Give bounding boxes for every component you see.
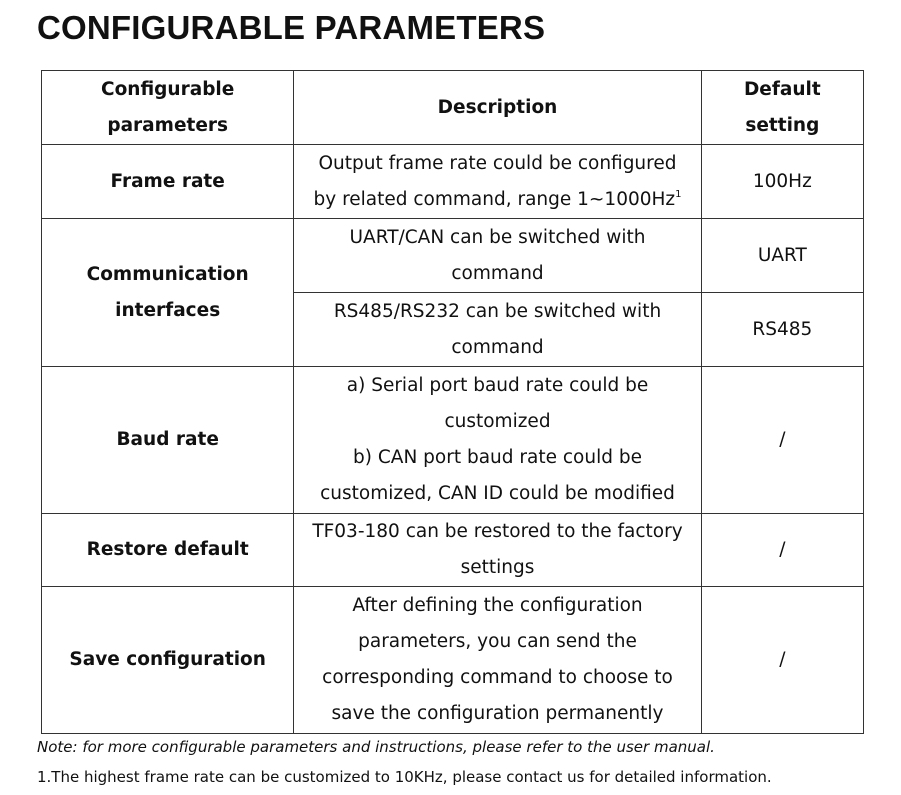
footnote-marker: 1 <box>675 188 682 200</box>
table-row-communication-uart: Communication interfaces UART/CAN can be… <box>40 218 865 367</box>
param-name: Restore default <box>40 513 295 587</box>
table-header-row: Configurable parameters Description Defa… <box>40 70 865 145</box>
table-row-frame-rate: Frame rate Output frame rate could be co… <box>40 144 865 219</box>
param-name: Communication interfaces <box>40 218 295 367</box>
description-line: b) CAN port baud rate could be <box>353 447 642 468</box>
header-default-setting: Default setting <box>700 70 865 145</box>
param-description: UART/CAN can be switched with command <box>293 218 702 293</box>
param-default: UART <box>700 218 865 293</box>
param-name-line: interfaces <box>115 299 221 321</box>
description-line: a) Serial port baud rate could be <box>346 375 649 396</box>
param-name: Save configuration <box>40 586 295 734</box>
description-line: corresponding command to choose to <box>322 667 673 688</box>
footnote-text: 1.The highest frame rate can be customiz… <box>37 768 772 786</box>
page-title: CONFIGURABLE PARAMETERS <box>37 9 546 46</box>
description-line: command <box>451 262 544 284</box>
header-parameters: Configurable parameters <box>40 70 295 145</box>
description-line: Output frame rate could be configured <box>318 152 677 174</box>
description-line: customized, CAN ID could be modified <box>320 483 675 504</box>
param-default: 100Hz <box>700 144 865 219</box>
param-default: / <box>700 586 865 734</box>
param-name: Baud rate <box>40 366 295 514</box>
configurable-parameters-table: Configurable parameters Description Defa… <box>40 70 865 734</box>
param-name: Frame rate <box>40 144 295 219</box>
description-line: UART/CAN can be switched with <box>349 226 646 248</box>
param-description: TF03-180 can be restored to the factory … <box>293 513 702 587</box>
description-line: TF03-180 can be restored to the factory <box>312 521 683 542</box>
param-name-line: Communication <box>86 263 249 285</box>
note-text: Note: for more configurable parameters a… <box>37 738 715 756</box>
param-description: Output frame rate could be configured by… <box>293 144 702 219</box>
table-row-restore-default: Restore default TF03-180 can be restored… <box>40 513 865 587</box>
description-line: by related command, range 1~1000Hz <box>313 188 676 210</box>
header-parameters-line1: Configurable <box>101 78 235 100</box>
table-row-save-configuration: Save configuration After defining the co… <box>40 586 865 734</box>
header-description: Description <box>293 70 702 145</box>
description-line: settings <box>460 557 535 578</box>
header-parameters-line2: parameters <box>107 114 229 136</box>
param-default: RS485 <box>700 292 865 367</box>
param-description: a) Serial port baud rate could be custom… <box>293 366 702 514</box>
description-line: command <box>451 336 544 358</box>
table-row-baud-rate: Baud rate a) Serial port baud rate could… <box>40 366 865 514</box>
description-line: parameters, you can send the <box>358 631 637 652</box>
param-description: RS485/RS232 can be switched with command <box>293 292 702 367</box>
param-default: / <box>700 513 865 587</box>
description-line: customized <box>444 411 551 432</box>
param-description: After defining the configuration paramet… <box>293 586 702 734</box>
description-line: After defining the configuration <box>352 595 643 616</box>
param-default: / <box>700 366 865 514</box>
description-line: save the configuration permanently <box>331 703 664 724</box>
table-row-communication-rs485: RS485/RS232 can be switched with command… <box>42 292 865 367</box>
description-line: RS485/RS232 can be switched with <box>333 300 662 322</box>
